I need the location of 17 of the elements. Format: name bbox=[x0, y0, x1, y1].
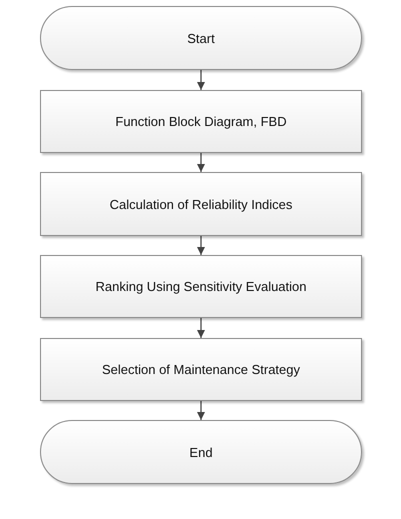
node-label: Calculation of Reliability Indices bbox=[110, 196, 292, 212]
arrow bbox=[197, 153, 205, 172]
node-label: End bbox=[189, 444, 213, 460]
process-box bbox=[40, 90, 362, 153]
process-box bbox=[40, 338, 362, 401]
node-label: Function Block Diagram, FBD bbox=[115, 114, 287, 129]
arrow bbox=[197, 401, 205, 420]
node-label: Start bbox=[187, 30, 215, 46]
process-box bbox=[40, 172, 362, 236]
arrow bbox=[197, 70, 205, 90]
node-label: Ranking Using Sensitivity Evaluation bbox=[96, 279, 306, 294]
arrow bbox=[197, 236, 205, 255]
arrow bbox=[197, 318, 205, 338]
node-label: Selection of Maintenance Strategy bbox=[102, 362, 300, 377]
terminal-shape bbox=[40, 420, 362, 484]
terminal-shape bbox=[40, 6, 362, 70]
process-box bbox=[40, 255, 362, 318]
